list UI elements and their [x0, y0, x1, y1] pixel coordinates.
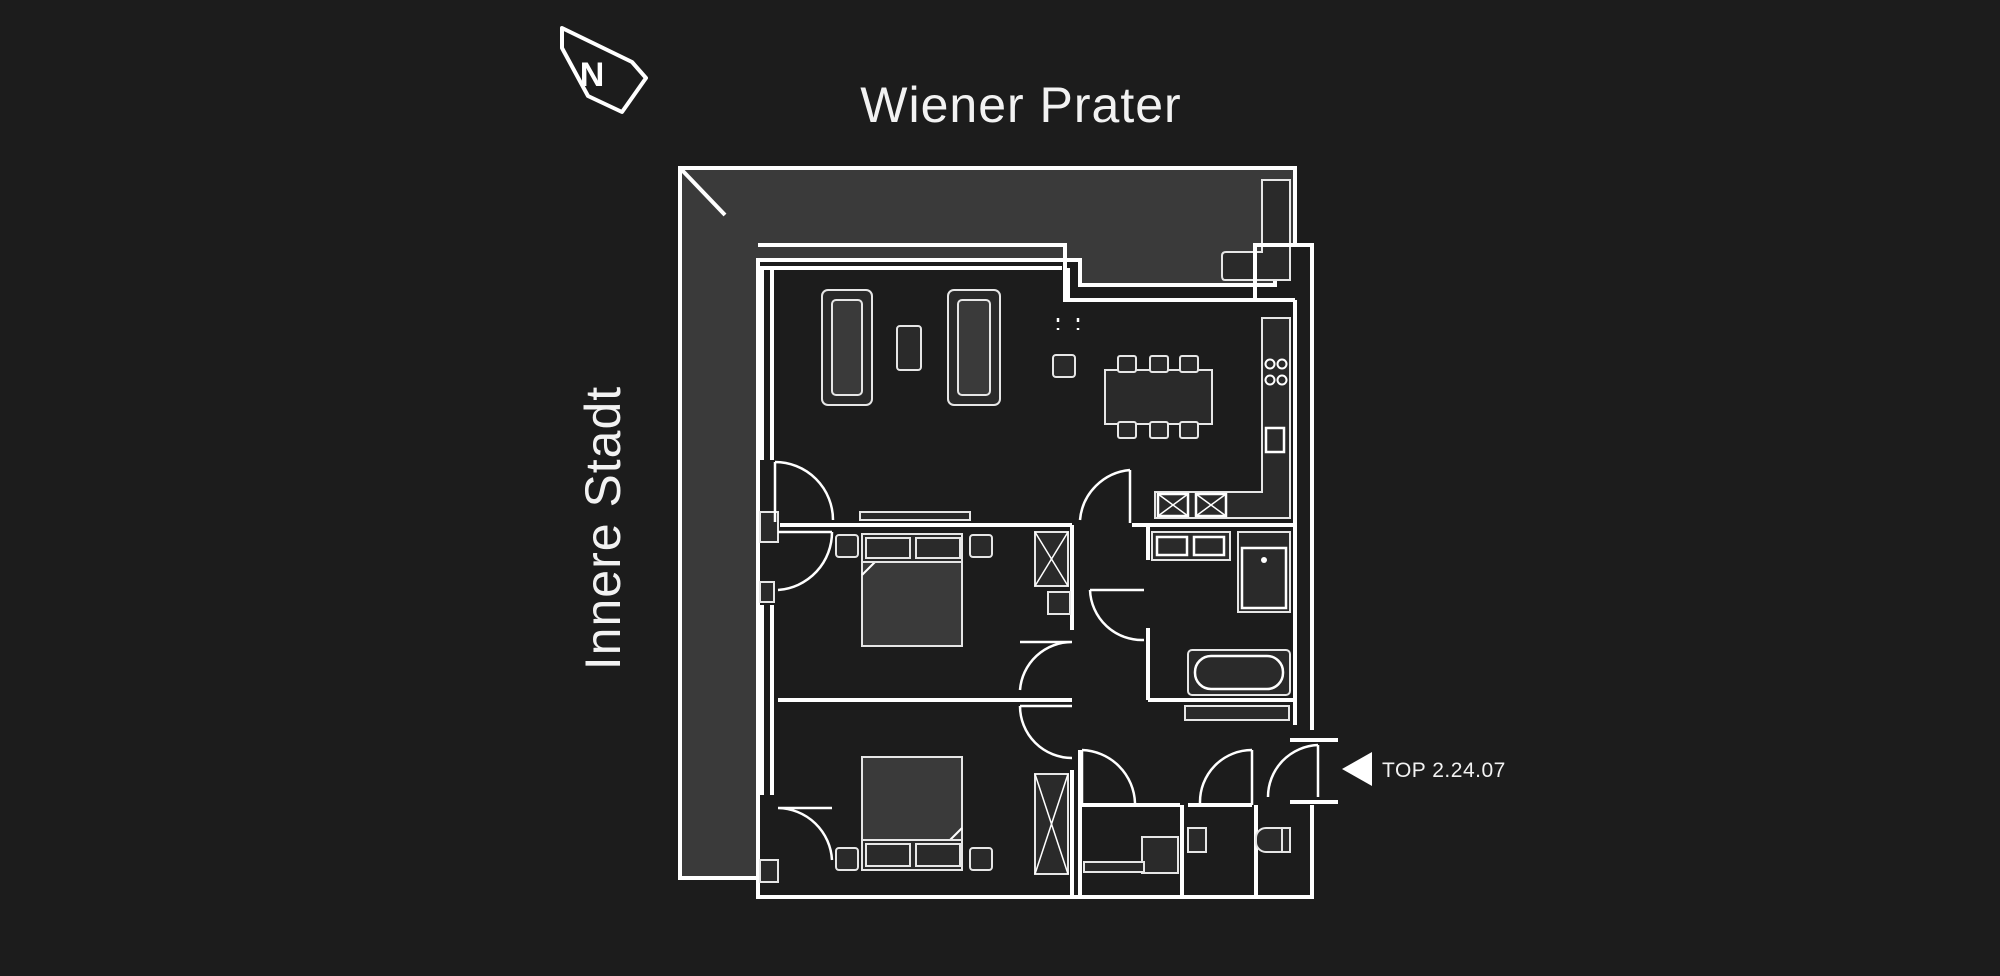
- chair-3: [1179, 355, 1199, 373]
- street-label-left: Innere Stadt: [575, 386, 631, 670]
- shaft-1: [1047, 591, 1071, 615]
- door-bedroom2-left: [777, 806, 834, 861]
- bath-sink-2: [1192, 535, 1226, 557]
- outer-wall-bottom: [756, 805, 1314, 899]
- door-bedroom1-window: [777, 530, 834, 592]
- door-wc: [1198, 748, 1254, 805]
- coffee-table: [896, 325, 922, 371]
- kitchen-sink: [1264, 426, 1286, 454]
- bed1-pillow-2: [915, 537, 961, 559]
- bedroom1-bed: [861, 561, 963, 647]
- door-entrance: [1266, 743, 1320, 798]
- wc-sink: [1187, 827, 1207, 853]
- storage-bench: [1083, 861, 1145, 873]
- toilet-icon: [1255, 827, 1291, 853]
- wardrobe-2: [1034, 773, 1069, 875]
- column-1: [759, 511, 779, 543]
- column-3: [759, 859, 779, 883]
- north-arrow-icon: N: [560, 26, 648, 114]
- bath-sink-1: [1155, 535, 1189, 557]
- north-letter: N: [580, 56, 605, 94]
- door-storage: [1080, 748, 1137, 805]
- bathtub: [1187, 649, 1291, 696]
- stove-icon: [1264, 358, 1288, 386]
- terrace-corner: [678, 166, 727, 217]
- unit-label: TOP 2.24.07: [1382, 759, 1506, 782]
- bed1-pillow-1: [865, 537, 911, 559]
- bed2-pillow-1: [865, 843, 911, 867]
- door-hall-bedroom2: [1018, 704, 1073, 760]
- dining-table: [1104, 369, 1213, 425]
- door-hall-kitchen: [1078, 468, 1132, 523]
- terrace: [678, 166, 1297, 880]
- nightstand-4: [969, 847, 993, 871]
- entrance-arrow-icon: [1342, 752, 1372, 786]
- nightstand-3: [835, 847, 859, 871]
- bath-window-strip: [1184, 705, 1290, 721]
- street-label-top: Wiener Prater: [860, 77, 1181, 133]
- chair-4: [1117, 421, 1137, 439]
- door-bedroom1-hall: [1018, 640, 1073, 691]
- chair-6: [1179, 421, 1199, 439]
- sofa-right-seat: [957, 299, 991, 396]
- door-living-bedroom1: [773, 460, 835, 522]
- kitchen-counter: [1154, 317, 1291, 519]
- bed2-pillow-2: [915, 843, 961, 867]
- column-2: [759, 581, 775, 603]
- bedroom2-bed: [861, 756, 963, 846]
- door-hall-bath: [1088, 588, 1145, 642]
- chair-5: [1149, 421, 1169, 439]
- chair-2: [1149, 355, 1169, 373]
- storage-shelf: [1141, 836, 1179, 874]
- bedroom1-window-bench: [859, 511, 971, 521]
- bed1-fold: [861, 561, 876, 576]
- armchair: [1052, 354, 1076, 378]
- wardrobe-1: [1034, 531, 1069, 587]
- terrace-bench: [1221, 179, 1291, 281]
- shower-icon: [1237, 531, 1291, 613]
- sofa-left-seat: [831, 299, 863, 396]
- bathtub-inner: [1193, 654, 1285, 691]
- nightstand-1: [835, 534, 859, 558]
- chair-1: [1117, 355, 1137, 373]
- nightstand-2: [969, 534, 993, 558]
- fridge-icon: [1156, 492, 1228, 518]
